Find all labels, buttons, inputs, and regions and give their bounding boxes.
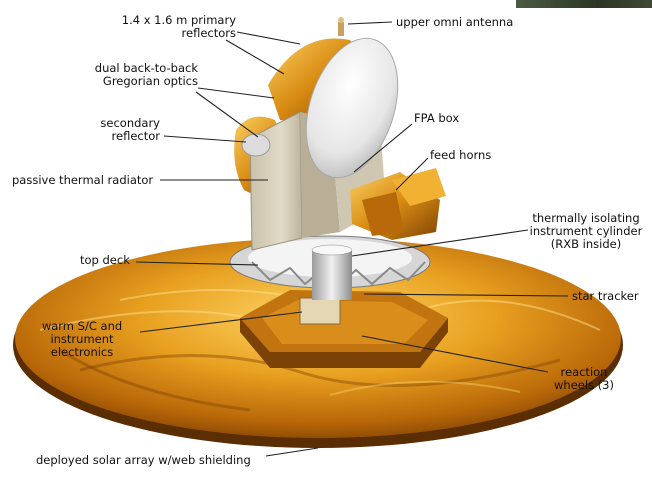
label-feed-horns: feed horns xyxy=(430,149,491,162)
label-passive-thermal-radiator: passive thermal radiator xyxy=(12,174,153,187)
instrument-cylinder xyxy=(312,245,352,300)
label-reaction-wheels-line2: wheels (3) xyxy=(548,379,620,392)
label-upper-omni-antenna: upper omni antenna xyxy=(396,16,513,29)
label-warm-electronics-line3: electronics xyxy=(28,346,136,359)
label-primary-reflectors-line2: reflectors xyxy=(88,27,236,40)
label-secondary-reflector: secondary reflector xyxy=(84,117,160,143)
label-star-tracker: star tracker xyxy=(572,290,639,303)
secondary-reflector xyxy=(242,134,270,156)
label-gregorian-optics: dual back-to-back Gregorian optics xyxy=(70,62,198,88)
label-warm-electronics: warm S/C and instrument electronics xyxy=(28,320,136,359)
label-primary-reflectors: 1.4 x 1.6 m primary reflectors xyxy=(88,14,236,40)
upper-omni-antenna xyxy=(338,17,344,36)
label-gregorian-optics-line2: Gregorian optics xyxy=(70,75,198,88)
label-instrument-cylinder-line3: (RXB inside) xyxy=(526,238,646,251)
corner-photo-fragment xyxy=(516,0,652,8)
label-reaction-wheels: reaction wheels (3) xyxy=(548,366,620,392)
label-instrument-cylinder: thermally isolating instrument cylinder … xyxy=(526,212,646,251)
electronics-box xyxy=(240,290,448,368)
label-fpa-box: FPA box xyxy=(414,112,459,125)
label-secondary-reflector-line2: reflector xyxy=(84,130,160,143)
label-top-deck: top deck xyxy=(80,254,130,267)
label-solar-array: deployed solar array w/web shielding xyxy=(36,454,251,467)
